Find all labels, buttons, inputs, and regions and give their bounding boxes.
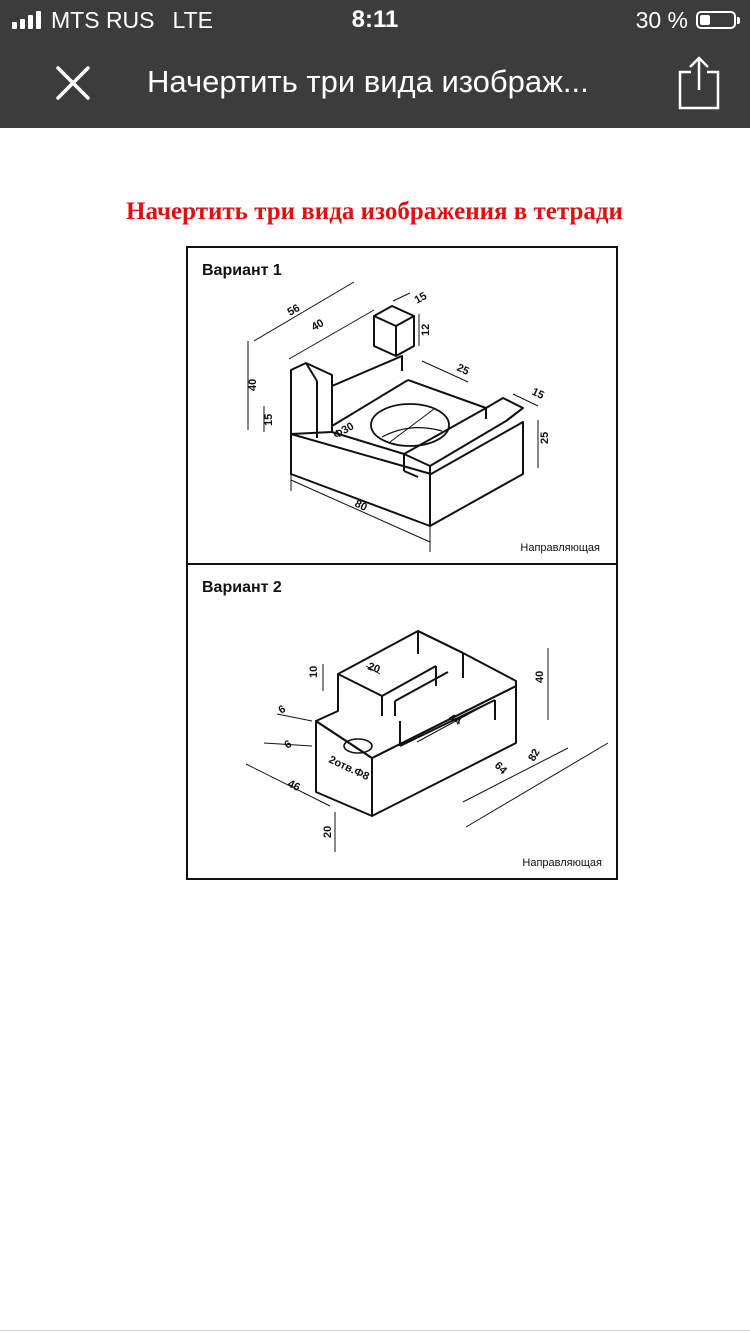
share-icon <box>678 56 720 110</box>
dim-56: 56 <box>286 302 303 319</box>
variant-2-title: Вариант 2 <box>202 579 282 596</box>
close-icon <box>56 66 90 100</box>
variant-1-part <box>290 305 524 527</box>
dim-25b: 25 <box>539 432 551 444</box>
carrier-name: MTS RUS <box>51 6 155 33</box>
status-right: 30 % <box>635 6 740 33</box>
dim-40: 40 <box>534 671 546 683</box>
bottom-divider <box>0 1330 750 1331</box>
dim-10: 10 <box>308 666 320 678</box>
variant-1-caption: Направляющая <box>520 542 600 554</box>
dim-15-left: 15 <box>263 414 275 426</box>
battery-percent: 30 % <box>635 6 688 33</box>
status-time: 8:11 <box>351 6 399 33</box>
dim-82: 82 <box>526 747 543 764</box>
nav-title: Начертить три вида изображ... <box>147 64 589 99</box>
dim-6b: 6 <box>283 738 294 751</box>
battery-icon <box>696 11 740 29</box>
dim-46: 46 <box>286 778 302 794</box>
dim-20: 20 <box>366 661 382 676</box>
variant-2-dimensions <box>245 648 609 852</box>
dim-44: 44 <box>447 712 464 728</box>
variant-2-panel: Вариант 2 <box>202 579 609 869</box>
document-heading: Начертить три вида изображения в тетради <box>126 198 623 225</box>
dim-40-left: 40 <box>247 379 259 391</box>
signal-icon <box>12 11 41 29</box>
dim-25a: 25 <box>455 362 471 378</box>
share-button[interactable] <box>676 54 722 112</box>
dim-6a: 6 <box>277 703 288 716</box>
variant-1-panel: Вариант 1 <box>202 262 600 554</box>
variant-2-part <box>315 630 517 817</box>
dim-15a: 15 <box>413 290 430 307</box>
variant-1-title: Вариант 1 <box>202 262 282 279</box>
dim-40-top: 40 <box>310 317 327 334</box>
network-type: LTE <box>172 6 213 33</box>
dim-15b: 15 <box>530 386 546 402</box>
nav-bar: Начертить три вида изображ... <box>0 40 750 128</box>
variant-1-dimensions <box>247 281 539 552</box>
close-button[interactable] <box>52 62 94 104</box>
dim-80: 80 <box>353 498 369 514</box>
technical-drawing: Вариант 1 <box>186 246 618 880</box>
dim-20b: 20 <box>322 826 334 838</box>
status-left: MTS RUS LTE <box>12 7 213 33</box>
dim-12: 12 <box>420 324 432 336</box>
variant-2-caption: Направляющая <box>522 857 602 869</box>
status-bar: MTS RUS LTE 8:11 30 % <box>0 0 750 40</box>
